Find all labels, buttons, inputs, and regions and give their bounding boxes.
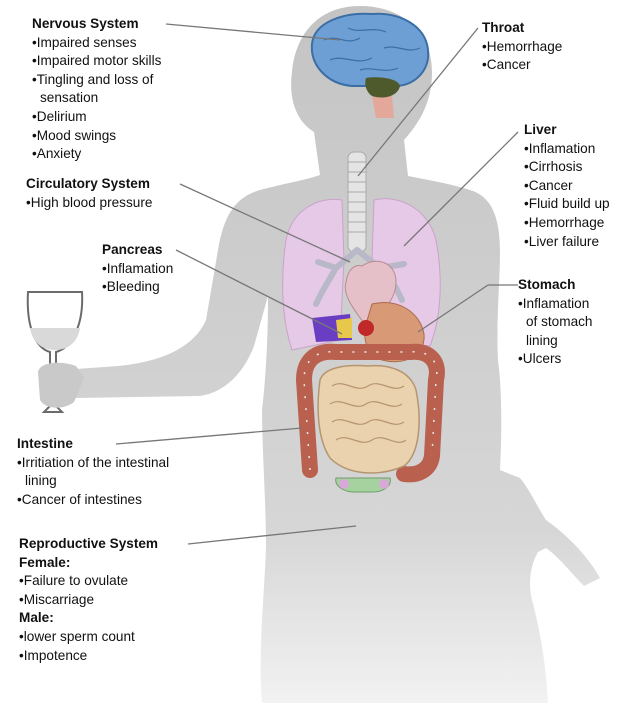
pancreas-item: •Inflamation (102, 260, 173, 279)
stomach-label: Stomach •Inflamation of stomach lining •… (518, 276, 593, 369)
circulatory-title: Circulatory System (26, 175, 152, 194)
female-heading: Female: (19, 554, 158, 573)
nervous-item: •Impaired motor skills (32, 52, 161, 71)
nervous-item: •Impaired senses (32, 34, 161, 53)
liver-item: •Fluid build up (524, 195, 610, 214)
nervous-item: •Anxiety (32, 145, 161, 164)
stomach-item: •Ulcers (518, 350, 593, 369)
female-item: •Failure to ovulate (19, 572, 158, 591)
intestine-item: lining (17, 472, 169, 491)
liver-label: Liver •Inflamation •Cirrhosis •Cancer •F… (524, 121, 610, 251)
stomach-item: lining (518, 332, 593, 351)
male-heading: Male: (19, 609, 158, 628)
liver-item: •Liver failure (524, 233, 610, 252)
intestine-item: •Irritiation of the intestinal (17, 454, 169, 473)
ovary-right (379, 479, 389, 489)
liver-title: Liver (524, 121, 610, 140)
throat-title: Throat (482, 19, 562, 38)
liver-item: •Cancer (524, 177, 610, 196)
pancreas-title: Pancreas (102, 241, 173, 260)
hand (38, 363, 84, 408)
stomach-item: of stomach (518, 313, 593, 332)
stomach-title: Stomach (518, 276, 593, 295)
nervous-system-title: Nervous System (32, 15, 161, 34)
intestine-label: Intestine •Irritiation of the intestinal… (17, 435, 169, 509)
spleen (358, 320, 374, 336)
intestine-item: •Cancer of intestines (17, 491, 169, 510)
nervous-item: •Delirium (32, 108, 161, 127)
reproductive-title: Reproductive System (19, 535, 158, 554)
circulatory-item: •High blood pressure (26, 194, 152, 213)
male-item: •Impotence (19, 647, 158, 666)
male-item: •lower sperm count (19, 628, 158, 647)
liver-item: •Inflamation (524, 140, 610, 159)
pancreas (336, 318, 352, 338)
liver-item: •Cirrhosis (524, 158, 610, 177)
nervous-item: •Mood swings (32, 127, 161, 146)
ovary-left (339, 479, 349, 489)
throat-item: •Cancer (482, 56, 562, 75)
throat-item: •Hemorrhage (482, 38, 562, 57)
reproductive-system-label: Reproductive System Female: •Failure to … (19, 535, 158, 665)
small-intestine (318, 366, 419, 473)
nervous-item: •Tingling and loss of (32, 71, 161, 90)
pancreas-label: Pancreas •Inflamation •Bleeding (102, 241, 173, 297)
nervous-system-label: Nervous System •Impaired senses •Impaire… (32, 15, 161, 164)
female-item: •Miscarriage (19, 591, 158, 610)
pancreas-item: •Bleeding (102, 278, 173, 297)
stomach-item: •Inflamation (518, 295, 593, 314)
circulatory-system-label: Circulatory System •High blood pressure (26, 175, 152, 212)
intestine-title: Intestine (17, 435, 169, 454)
nervous-item: sensation (32, 89, 161, 108)
liver-item: •Hemorrhage (524, 214, 610, 233)
throat-label: Throat •Hemorrhage •Cancer (482, 19, 562, 75)
